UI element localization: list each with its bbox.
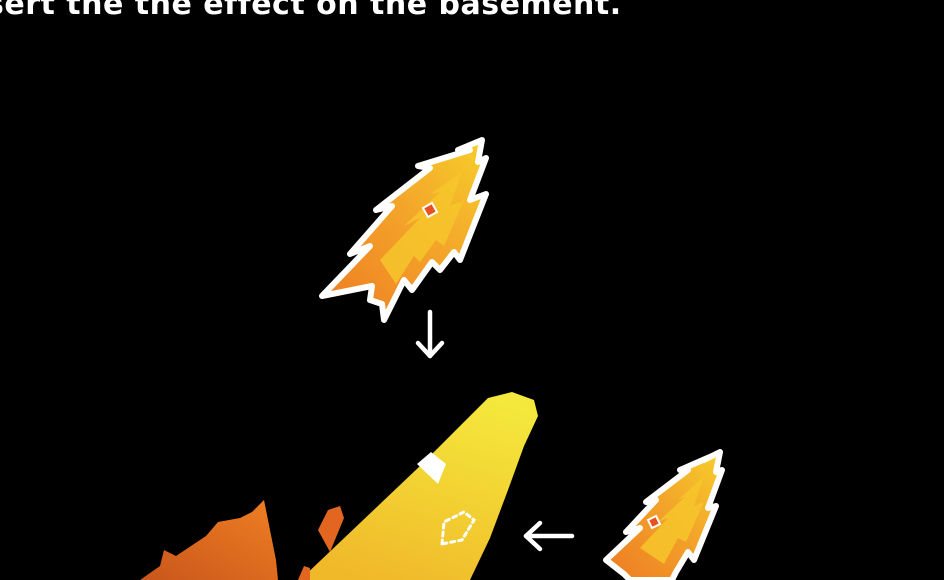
basement-shape — [140, 392, 538, 580]
basement-yellow-wedge — [300, 392, 538, 580]
arrow-down-icon — [418, 312, 442, 356]
basement-rock-shard-small — [298, 566, 310, 580]
arrow-left-icon — [526, 523, 572, 549]
basement-rock-mass — [140, 500, 278, 580]
right-flame-effect — [606, 452, 722, 580]
top-flame-outline — [322, 140, 486, 320]
top-flame-effect — [322, 140, 486, 320]
